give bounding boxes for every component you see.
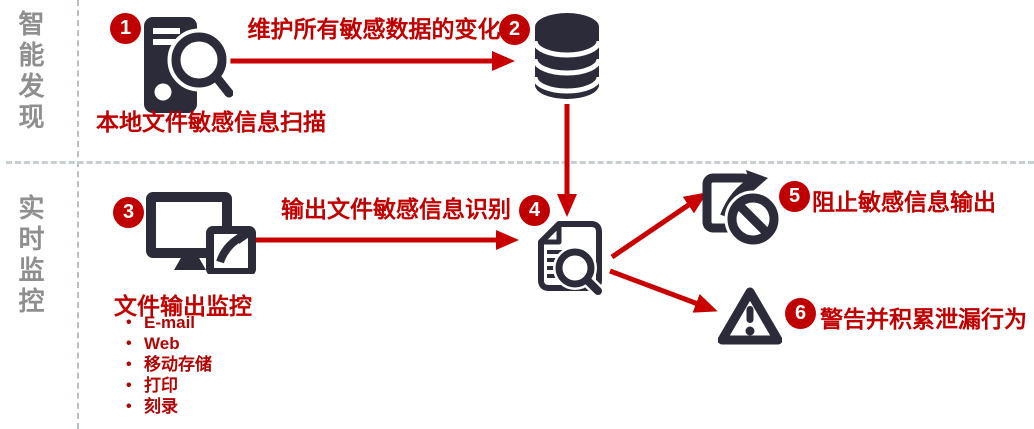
step-badge-4: 4 [519, 195, 550, 226]
caption-block-output: 阻止敏感信息输出 [812, 189, 996, 215]
arrow-identify-to-warn [609, 268, 718, 313]
step-badge-2: 2 [499, 14, 530, 45]
caption-local-scan: 本地文件敏感信息扫描 [96, 109, 326, 135]
section-label-monitoring: 实时监控 [15, 194, 45, 318]
computer-scan-icon [144, 17, 233, 113]
document-search-icon [538, 221, 605, 297]
section-label-discovery: 智能发现 [15, 10, 45, 134]
database-icon [533, 13, 601, 99]
channel-removable-storage: 移动存储 [122, 354, 212, 375]
step-badge-1: 1 [110, 13, 141, 44]
channel-print: 打印 [122, 375, 212, 396]
monitor-export-icon [146, 192, 256, 274]
channel-burn: 刻录 [122, 396, 212, 417]
label-arrow-maintain: 维护所有敏感数据的变化 [247, 16, 501, 42]
step-badge-6: 6 [785, 298, 816, 329]
warning-icon [718, 287, 782, 345]
section-divider-horizontal [6, 161, 1034, 164]
arrow-identify-to-block [610, 192, 708, 260]
step-badge-3: 3 [113, 197, 144, 228]
caption-warn-accumulate: 警告并积累泄漏行为 [820, 306, 1027, 332]
channel-email: E-mail [122, 312, 212, 333]
block-output-icon [702, 170, 780, 246]
label-arrow-identify: 输出文件敏感信息识别 [281, 196, 511, 222]
monitor-channel-list: E-mail Web 移动存储 打印 刻录 [122, 312, 212, 417]
step-badge-5: 5 [779, 181, 810, 212]
section-divider-vertical [77, 0, 79, 429]
channel-web: Web [122, 333, 212, 354]
